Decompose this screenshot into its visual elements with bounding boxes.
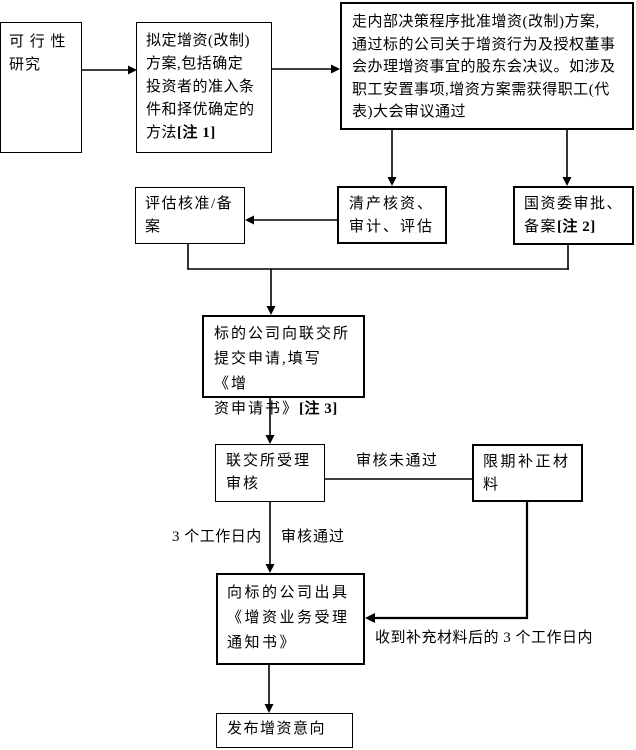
arrowhead-down [266, 306, 276, 315]
note-ref-3: [注 3] [299, 401, 338, 417]
box-internal-decision-text: 走内部决策程序批准增资(改制)方案, 通过标的公司关于增资行为及授权董事 会办理… [352, 14, 616, 120]
note-ref-2: [注 2] [557, 219, 596, 235]
note-ref-1: [注 1] [177, 125, 216, 141]
box-sasac-approval: 国资委审批、 备案[注 2] [513, 186, 634, 245]
arrow-supplement-to-notice [374, 502, 529, 620]
box-asset-audit: 清产核资、 审计、评估 [337, 186, 447, 244]
label-review-failed: 审核未通过 [356, 453, 439, 469]
arrowhead-right [331, 64, 340, 74]
box-evaluation-approval: 评估核准/备 案 [135, 187, 245, 244]
box-feasibility-study: 可 行 性 研究 [0, 22, 82, 153]
box-issue-notice-text: 向标的公司出具 《增资业务受理 通知书》 [227, 585, 350, 651]
box-evaluation-approval-text: 评估核准/备 案 [145, 196, 234, 235]
arrowhead-left [245, 215, 254, 225]
box-issue-notice: 向标的公司出具 《增资业务受理 通知书》 [216, 573, 365, 665]
box-exchange-review-text: 联交所受理 审核 [226, 453, 312, 492]
arrowhead-down [562, 177, 572, 186]
box-exchange-review: 联交所受理 审核 [215, 444, 325, 502]
arrowhead-left [365, 613, 375, 623]
box-supplement-materials-text: 限期补正材 料 [483, 454, 571, 493]
box-internal-decision: 走内部决策程序批准增资(改制)方案, 通过标的公司关于增资行为及授权董事 会办理… [340, 2, 634, 130]
arrowheads [128, 64, 572, 713]
box-sasac-approval-text: 国资委审批、 备案 [524, 196, 624, 235]
box-draft-plan-text: 拟定增资(改制) 方案,包括确定 投资者的准入条 件和择优确定的 方法 [146, 33, 255, 141]
box-announce-intention-text: 发布增资意向 [227, 721, 327, 737]
box-feasibility-text: 可 行 性 研究 [9, 34, 67, 73]
arrowhead-down [264, 704, 274, 713]
box-announce-intention: 发布增资意向 [216, 713, 353, 748]
label-after-supplement: 收到补充材料后的 3 个工作日内 [375, 630, 594, 646]
arrowhead-down [265, 435, 275, 444]
box-submit-application: 标的公司向联交所 提交申请,填写《增 资申请书》[注 3] [202, 315, 365, 417]
box-submit-application-text: 标的公司向联交所 提交申请,填写《增 资申请书》 [214, 326, 351, 417]
box-asset-audit-text: 清产核资、 审计、评估 [349, 196, 435, 235]
box-supplement-materials: 限期补正材 料 [472, 444, 583, 502]
arrowhead-right [128, 65, 137, 75]
arrowhead-down [265, 564, 275, 573]
label-within-3-workdays: 3 个工作日内 [172, 529, 262, 545]
arrowhead-down [387, 177, 397, 186]
box-draft-plan: 拟定增资(改制) 方案,包括确定 投资者的准入条 件和择优确定的 方法[注 1] [136, 22, 272, 153]
label-review-passed: 审核通过 [281, 529, 346, 545]
